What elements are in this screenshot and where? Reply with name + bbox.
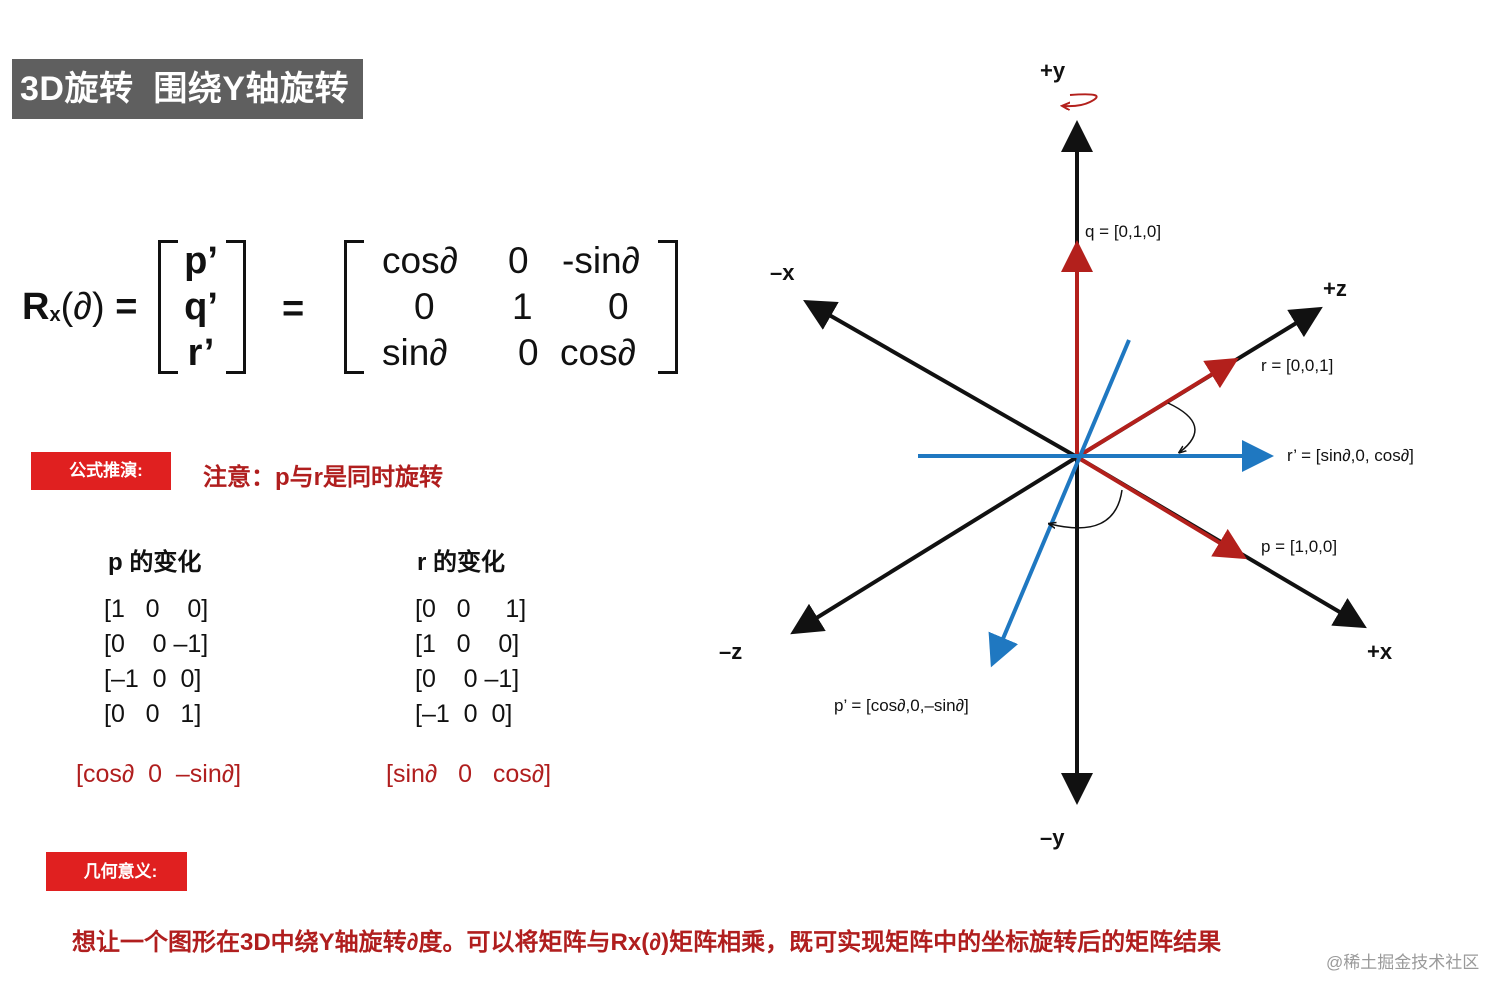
matrix-cell: 0: [518, 332, 539, 373]
matrix-cell: 0: [508, 240, 529, 281]
matrix-bracket-left: [344, 240, 364, 374]
rotation-formula: Rx(∂) = p’ q’ r’ = cos∂ 0 -sin∂ 0 1 0 si…: [20, 232, 700, 382]
label-vector-p: p = [1,0,0]: [1261, 537, 1338, 556]
matrix-cell: 0: [608, 286, 629, 327]
matrix-cell: -sin∂: [562, 240, 640, 281]
rotation-arc-r-icon: [1167, 402, 1196, 452]
p-change-row: [–1 0 0]: [104, 665, 202, 693]
label-pos-y: +y: [1040, 58, 1066, 83]
formula-lhs-symbol: R: [22, 286, 50, 328]
vector-r: [1075, 357, 1239, 459]
label-vector-p-prime: p’ = [cos∂,0,–sin∂]: [834, 696, 969, 715]
label-pos-x: +x: [1367, 639, 1393, 664]
vector-r-prime: r’: [187, 332, 215, 374]
matrix-bracket-right: [658, 240, 678, 374]
p-change-list: [1 0 0] [0 0 –1] [–1 0 0] [0 0 1]: [104, 592, 208, 732]
rotated-vectors: [918, 339, 1274, 668]
matrix-cell: cos∂: [560, 332, 636, 373]
r-change-row: [–1 0 0]: [415, 700, 513, 728]
label-neg-y: –y: [1040, 825, 1065, 850]
r-change-list: [0 0 1] [1 0 0] [0 0 –1] [–1 0 0]: [415, 592, 526, 732]
p-change-row: [1 0 0]: [104, 595, 209, 623]
vector-p-prime: [988, 339, 1131, 668]
p-change-result: [cos∂ 0 –sin∂]: [76, 760, 242, 788]
vector-p-prime: p’: [184, 240, 218, 282]
label-neg-x: –x: [770, 260, 795, 285]
rotation-arc-p-icon: [1050, 489, 1123, 528]
rotation-direction-icon: [1064, 93, 1098, 106]
page-title: 3D旋转 围绕Y轴旋转: [12, 59, 363, 119]
derivation-tag: 公式推演:: [31, 452, 171, 490]
formula-lhs-argument: (∂): [60, 286, 105, 328]
axis-neg-x: [803, 300, 1078, 459]
formula-lhs-subscript: x: [49, 304, 61, 326]
matrix-cell: 1: [512, 286, 533, 327]
formula-equals-2: =: [282, 288, 305, 330]
formula-lhs: Rx(∂) =: [22, 286, 137, 329]
rotation-matrix: cos∂ 0 -sin∂ 0 1 0 sin∂ 0 cos∂: [360, 238, 680, 378]
derivation-note: 注意：p与r是同时旋转: [203, 464, 443, 491]
label-vector-r-prime: r’ = [sin∂,0, cos∂]: [1287, 446, 1414, 465]
vector-q-prime: q’: [184, 286, 218, 328]
p-change-heading: p 的变化: [108, 549, 202, 576]
original-vectors: [1061, 240, 1247, 560]
formula-equals: =: [115, 286, 138, 328]
meaning-tag: 几何意义:: [46, 852, 187, 891]
r-change-row: [0 0 1]: [415, 595, 527, 623]
p-change-row: [0 0 –1]: [104, 630, 209, 658]
matrix-cell: cos∂: [382, 240, 458, 281]
meaning-text: 想让一个图形在3D中绕Y轴旋转∂度。可以将矩阵与Rx(∂)矩阵相乘，既可实现矩阵…: [72, 929, 1222, 956]
matrix-cell: 0: [414, 286, 435, 327]
r-change-row: [0 0 –1]: [415, 665, 520, 693]
vector-bracket-right: [226, 240, 246, 374]
r-change-row: [1 0 0]: [415, 630, 520, 658]
label-vector-r: r = [0,0,1]: [1261, 356, 1334, 375]
prime-vector: p’ q’ r’: [170, 238, 232, 376]
axis-neg-z: [790, 455, 1079, 635]
vector-bracket-left: [158, 240, 178, 374]
label-neg-z: –z: [719, 639, 743, 664]
watermark: @稀土掘金技术社区: [1326, 953, 1480, 972]
label-pos-z: +z: [1323, 276, 1347, 301]
p-change-row: [0 0 1]: [104, 700, 202, 728]
r-change-heading: r 的变化: [417, 549, 506, 576]
matrix-cell: sin∂: [382, 332, 448, 373]
vector-p: [1075, 455, 1247, 560]
r-change-result: [sin∂ 0 cos∂]: [386, 760, 552, 788]
label-vector-q: q = [0,1,0]: [1085, 222, 1162, 241]
